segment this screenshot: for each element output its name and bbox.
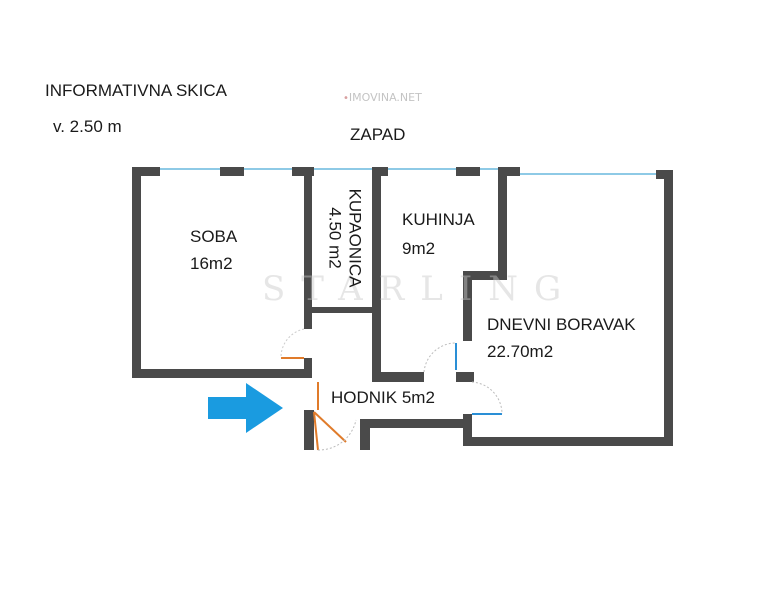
room-hodnik-label: HODNIK 5m2 xyxy=(331,388,435,407)
room-kupaonica-label: KUPAONICA 4.50 m2 xyxy=(324,188,365,288)
orientation-label: ZAPAD xyxy=(350,125,406,144)
wall-north-6 xyxy=(498,167,520,176)
brand-watermark: STARLING xyxy=(262,269,578,309)
wall-kuhinja-east-lower xyxy=(463,271,472,341)
wall-hodnik-south-post xyxy=(360,419,370,450)
room-kupaonica-name: KUPAONICA xyxy=(345,188,365,288)
wall-kupaonica-south xyxy=(312,307,372,313)
wall-north-1 xyxy=(132,167,160,176)
wall-hodnik-south xyxy=(360,419,472,428)
wall-kuhinja-east-step xyxy=(463,271,507,280)
door-kuhinja xyxy=(423,342,457,373)
wall-kuhinja-east-upper xyxy=(498,167,507,279)
doors xyxy=(280,328,503,451)
wall-hodnik-west xyxy=(304,410,314,450)
wall-north-2 xyxy=(220,167,244,176)
wall-kuhinja-south-2 xyxy=(456,372,474,382)
site-watermark: •IMOVINA.NET xyxy=(343,92,422,104)
door-entrance xyxy=(313,411,357,451)
wall-north-3 xyxy=(292,167,314,176)
windows xyxy=(160,168,656,175)
door-boravak xyxy=(471,381,503,415)
site-watermark-text: IMOVINA.NET xyxy=(348,91,422,104)
room-dnevni-boravak-area: 22.70m2 xyxy=(487,342,554,361)
room-kuhinja-name: KUHINJA xyxy=(402,210,475,229)
wall-soba-south xyxy=(132,369,310,378)
walls xyxy=(132,167,673,450)
room-soba-area: 16m2 xyxy=(190,254,233,273)
plan-title: INFORMATIVNA SKICA xyxy=(45,81,227,100)
room-kuhinja-area: 9m2 xyxy=(402,239,436,258)
location-pin-icon: • xyxy=(343,93,349,104)
ceiling-height: v. 2.50 m xyxy=(53,117,122,136)
right-arrow-icon xyxy=(208,383,283,433)
wall-north-5 xyxy=(456,167,480,176)
room-dnevni-boravak-name: DNEVNI BORAVAK xyxy=(487,315,636,334)
wall-soba-west xyxy=(132,167,141,378)
wall-boravak-west-low xyxy=(463,414,472,446)
wall-boravak-south xyxy=(463,437,673,446)
room-kupaonica-area: 4.50 m2 xyxy=(325,207,344,269)
wall-kuhinja-south-1 xyxy=(372,372,424,382)
wall-soba-east-low xyxy=(304,358,312,378)
wall-soba-east xyxy=(304,167,312,329)
door-soba xyxy=(280,328,305,359)
room-soba-name: SOBA xyxy=(190,227,238,246)
wall-kuhinja-west xyxy=(372,167,381,382)
wall-boravak-east xyxy=(664,170,673,446)
